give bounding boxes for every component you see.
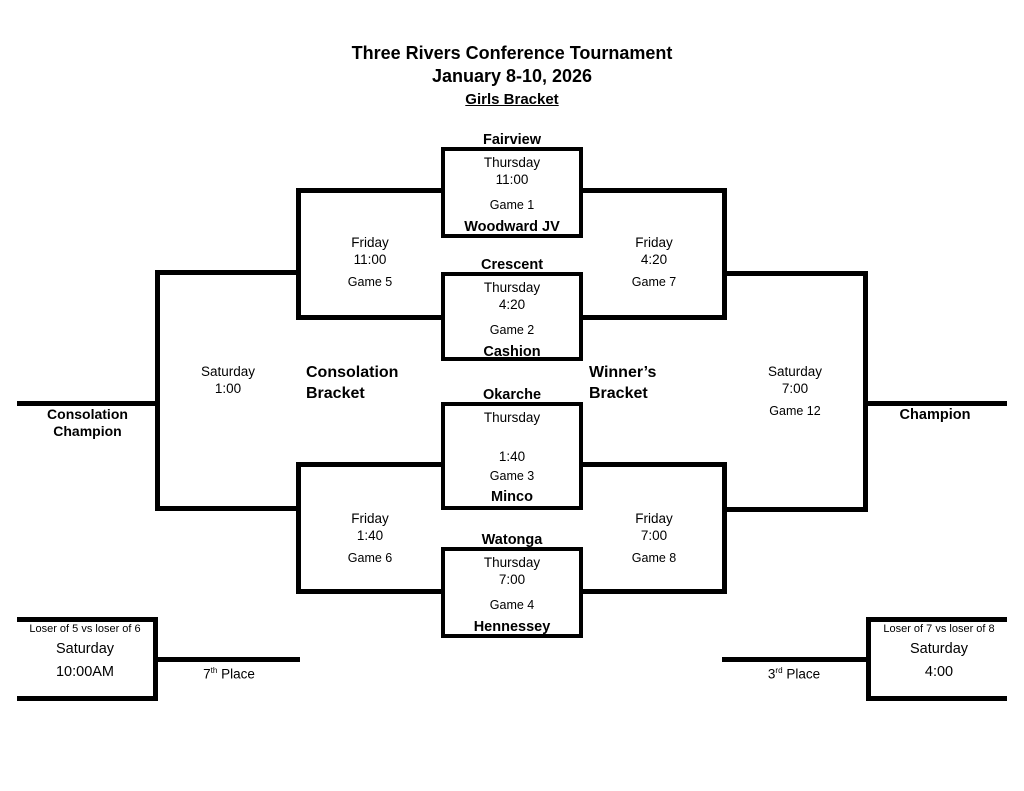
game6-bottom-arm-line	[296, 589, 441, 594]
third-place-word: Place	[782, 666, 821, 682]
game1-time: 11:00	[495, 172, 529, 187]
game4-day: Thursday	[483, 555, 541, 570]
consolation-champion-line2: Champion	[53, 423, 122, 439]
consolation-champion-label: Consolation Champion	[17, 406, 158, 440]
game3-team-top: Okarche	[482, 387, 542, 403]
champion-line	[863, 401, 1007, 406]
consolation-heading-line1: Consolation	[306, 364, 399, 381]
game6-time: 1:40	[356, 528, 384, 543]
bracket-name: Girls Bracket	[465, 91, 559, 108]
game6-schedule: Friday 1:40 Game 6	[300, 510, 440, 565]
game8-top-arm-line	[583, 462, 727, 467]
game1-label: Game 1	[489, 198, 535, 212]
game2-box: Crescent Thursday 4:20 Game 2 Cashion	[441, 257, 583, 361]
game7-day: Friday	[635, 235, 673, 250]
winners-heading-line2: Bracket	[589, 385, 648, 402]
consolation-final-day: Saturday	[200, 364, 256, 379]
consolation-bracket-heading: Consolation Bracket	[306, 362, 398, 404]
consolation-final-top-arm-line	[155, 270, 301, 275]
winners-bracket-heading: Winner’s Bracket	[589, 362, 656, 404]
consolation-champion-line	[17, 401, 160, 406]
third-place-number: 3	[767, 666, 776, 682]
consolation-final-schedule: Saturday 1:00	[158, 363, 298, 397]
seventh-place-game-box: Loser of 5 vs loser of 6 Saturday 10:00A…	[17, 617, 158, 701]
game4-team-top: Watonga	[481, 532, 543, 548]
third-place-line	[722, 657, 866, 662]
winners-heading-line1: Winner’s	[589, 364, 657, 381]
third-place-day: Saturday	[909, 641, 969, 657]
game1-box: Fairview Thursday 11:00 Game 1 Woodward …	[441, 132, 583, 238]
game4-label: Game 4	[489, 598, 535, 612]
seventh-place-suffix: th	[210, 666, 218, 675]
seventh-place-label: 7th Place	[158, 662, 300, 683]
game5-vertical-line	[296, 188, 301, 320]
page-title: Three Rivers Conference Tournament Janua…	[0, 42, 1024, 109]
game4-team-bottom: Hennessey	[473, 619, 551, 635]
game2-team-top: Crescent	[480, 257, 544, 273]
game2-day: Thursday	[483, 280, 541, 295]
game12-bottom-arm-line	[722, 507, 868, 512]
game3-time: 1:40	[498, 449, 526, 464]
game7-vertical-line	[722, 188, 727, 320]
game3-box: Okarche Thursday 1:40 Game 3 Minco	[441, 387, 583, 510]
game3-label: Game 3	[489, 469, 535, 483]
game7-top-arm-line	[583, 188, 727, 193]
game2-label: Game 2	[489, 323, 535, 337]
game1-team-top: Fairview	[482, 132, 542, 148]
game8-number: Game 8	[631, 551, 677, 565]
game12-top-arm-line	[722, 271, 868, 276]
game8-bottom-arm-line	[583, 589, 727, 594]
game4-box: Watonga Thursday 7:00 Game 4 Hennessey	[441, 532, 583, 638]
tournament-dates: January 8-10, 2026	[431, 66, 593, 86]
game8-time: 7:00	[640, 528, 668, 543]
third-place-label: 3rd Place	[722, 662, 866, 683]
game8-schedule: Friday 7:00 Game 8	[584, 510, 724, 565]
seventh-place-day: Saturday	[55, 641, 115, 657]
game6-vertical-line	[296, 462, 301, 594]
consolation-heading-line2: Bracket	[306, 385, 365, 402]
seventh-place-number: 7	[203, 666, 211, 682]
game5-number: Game 5	[347, 275, 393, 289]
seventh-place-time: 10:00AM	[55, 664, 115, 680]
game8-day: Friday	[635, 511, 673, 526]
champion-label: Champion	[899, 407, 971, 423]
game7-bottom-arm-line	[583, 315, 727, 320]
game4-time: 7:00	[498, 572, 526, 587]
game5-day: Friday	[351, 235, 389, 250]
game3-team-bottom: Minco	[491, 489, 533, 505]
game8-vertical-line	[722, 462, 727, 594]
game2-time: 4:20	[498, 297, 526, 312]
tournament-name: Three Rivers Conference Tournament	[351, 43, 673, 63]
game12-schedule: Saturday 7:00 Game 12	[726, 363, 864, 418]
game5-top-arm-line	[296, 188, 441, 193]
third-place-suffix: rd	[775, 666, 783, 675]
game6-top-arm-line	[296, 462, 441, 467]
consolation-final-bottom-arm-line	[155, 506, 301, 511]
game5-schedule: Friday 11:00 Game 5	[300, 234, 440, 289]
game7-time: 4:20	[640, 252, 668, 267]
seventh-place-line	[158, 657, 300, 662]
consolation-champion-line1: Consolation	[47, 406, 128, 422]
game12-vertical-line	[863, 271, 868, 512]
game2-team-bottom: Cashion	[483, 344, 541, 360]
consolation-final-vertical-line	[155, 270, 160, 511]
seventh-place-word: Place	[217, 666, 255, 682]
seventh-place-matchup: Loser of 5 vs loser of 6	[29, 623, 141, 635]
game5-time: 11:00	[353, 252, 387, 267]
game1-day: Thursday	[483, 155, 541, 170]
game7-number: Game 7	[631, 275, 677, 289]
game12-day: Saturday	[767, 364, 823, 379]
game7-schedule: Friday 4:20 Game 7	[584, 234, 724, 289]
game6-number: Game 6	[347, 551, 393, 565]
consolation-final-time: 1:00	[214, 381, 242, 396]
game1-team-bottom: Woodward JV	[464, 219, 560, 235]
game5-bottom-arm-line	[296, 315, 441, 320]
game12-number: Game 12	[769, 404, 821, 418]
third-place-game-box: Loser of 7 vs loser of 8 Saturday 4:00	[866, 617, 1007, 701]
third-place-matchup: Loser of 7 vs loser of 8	[883, 623, 995, 635]
third-place-time: 4:00	[924, 664, 954, 680]
game3-day: Thursday	[483, 410, 541, 425]
game12-time: 7:00	[781, 381, 809, 396]
game6-day: Friday	[351, 511, 389, 526]
